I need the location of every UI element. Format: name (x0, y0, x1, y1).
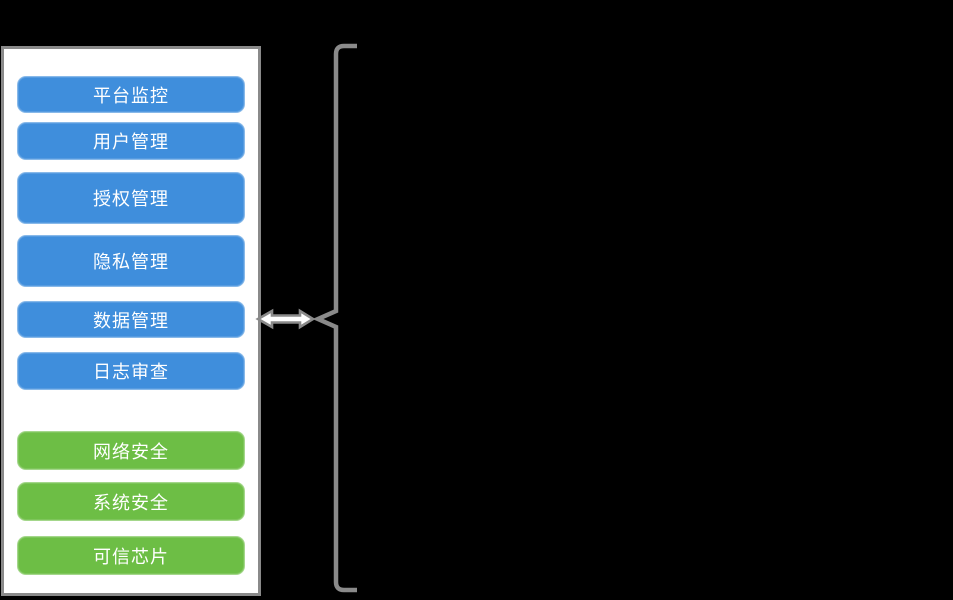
panel-button: 可信芯片 (17, 536, 245, 575)
panel-button: 数据管理 (17, 301, 245, 338)
panel-button: 系统安全 (17, 482, 245, 521)
panel-button: 用户管理 (17, 122, 245, 160)
group-bracket-icon (312, 43, 357, 593)
capability-panel: 平台监控用户管理授权管理隐私管理数据管理日志审查网络安全系统安全可信芯片 (1, 46, 261, 596)
panel-button: 平台监控 (17, 76, 245, 113)
panel-button: 日志审查 (17, 352, 245, 390)
panel-button: 网络安全 (17, 431, 245, 470)
panel-button: 隐私管理 (17, 235, 245, 287)
double-arrow-icon (255, 308, 316, 330)
panel-button: 授权管理 (17, 172, 245, 224)
